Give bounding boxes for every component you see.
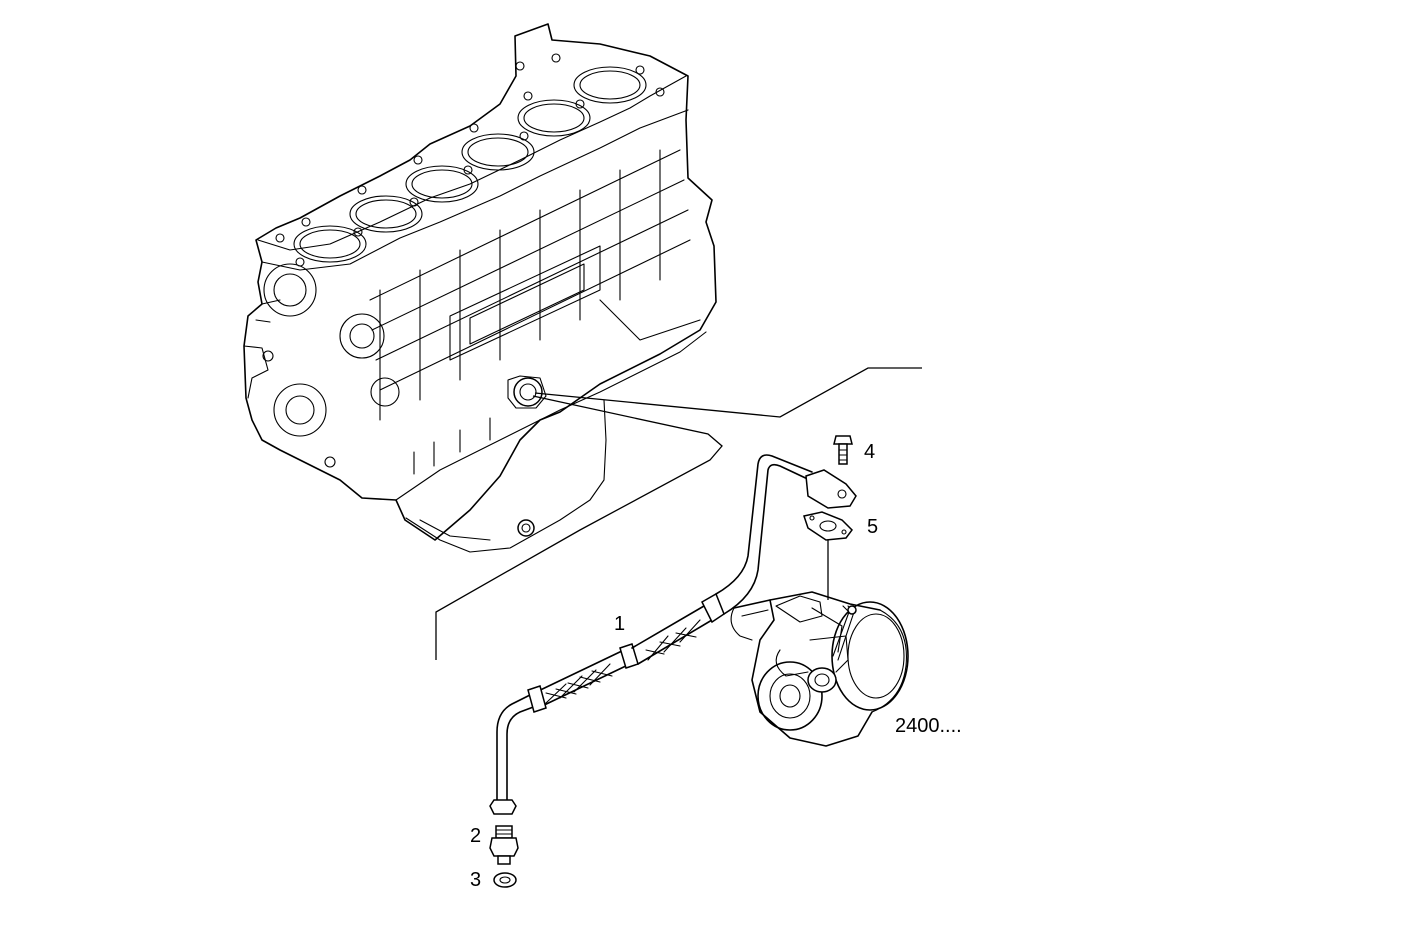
block-front-end	[243, 263, 400, 468]
oil-feed-tube	[496, 454, 857, 801]
sealing-washer	[493, 872, 517, 888]
turbocharger	[730, 591, 909, 747]
block-side-ribs	[369, 149, 691, 421]
leader-tube-to-block	[435, 395, 723, 660]
callout-turbo-ref: 2400....	[895, 715, 962, 737]
callout-2: 2	[470, 825, 482, 847]
head-bolt-holes	[275, 53, 665, 267]
callout-4: 4	[864, 441, 876, 463]
oil-outlet-boss	[507, 375, 547, 409]
cylinder-bores	[293, 66, 647, 263]
flange-gasket	[803, 511, 853, 541]
callout-1: 1	[614, 613, 626, 635]
flange-bolt	[833, 435, 853, 465]
union-fitting	[489, 799, 519, 865]
engine-block	[243, 23, 717, 553]
leader-to-block-ref	[534, 367, 922, 418]
callout-3: 3	[470, 869, 482, 891]
callout-5: 5	[867, 516, 879, 538]
leader-lines	[435, 367, 922, 660]
oil-sump	[395, 299, 707, 553]
